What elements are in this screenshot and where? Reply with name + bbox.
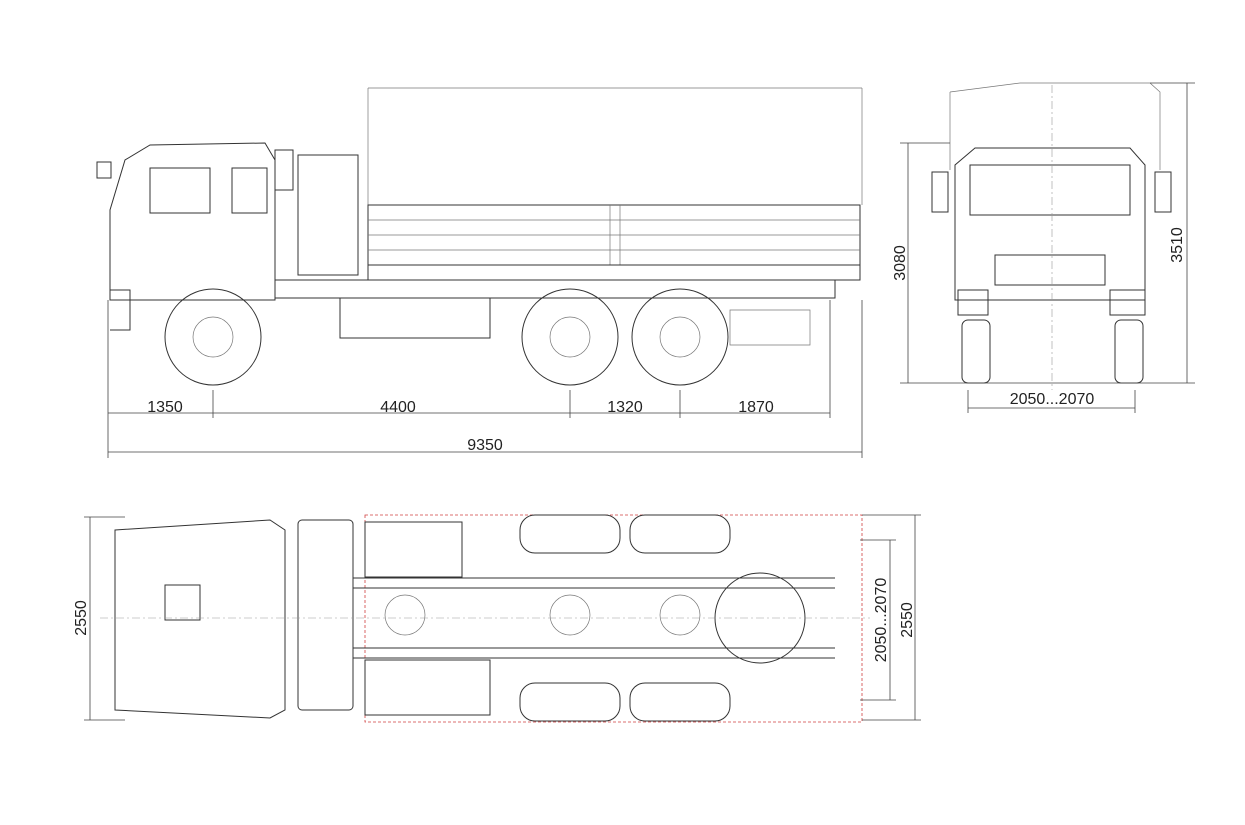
- dim-overall-height: 3510: [1169, 227, 1186, 263]
- dim-overall-length: 9350: [467, 437, 503, 454]
- dim-top-width-right: 2550: [899, 602, 916, 638]
- dim-wheelbase-front: 4400: [380, 399, 416, 416]
- dim-top-width-left: 2550: [73, 600, 90, 636]
- dim-rear-overhang: 1870: [738, 399, 774, 416]
- front-view: 3080 3510 2050...2070: [892, 82, 1195, 413]
- top-view: 2550 2050...2070 2550: [73, 514, 921, 723]
- dim-cab-height: 3080: [892, 245, 909, 281]
- dim-wheelbase-rear: 1320: [607, 399, 643, 416]
- dim-top-track: 2050...2070: [873, 578, 890, 663]
- dim-front-track: 2050...2070: [1010, 391, 1095, 408]
- dim-front-overhang: 1350: [147, 399, 183, 416]
- side-view: 1350 4400 1320 1870 9350: [96, 87, 863, 458]
